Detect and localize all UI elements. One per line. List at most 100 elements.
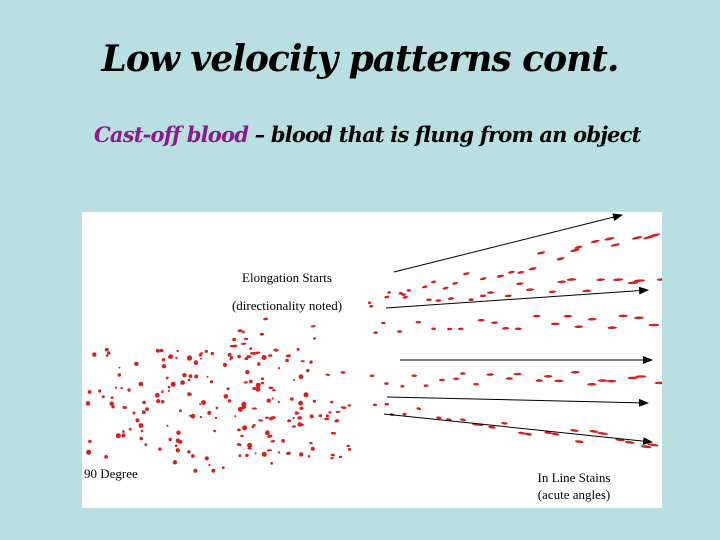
blood-stain: [604, 237, 615, 241]
blood-stain: [215, 406, 219, 410]
blood-stain: [138, 381, 144, 387]
inline-stains-label-line1: In Line Stains: [538, 470, 611, 485]
blood-stain: [251, 407, 258, 410]
blood-stain: [264, 416, 270, 419]
blood-stain: [525, 288, 535, 292]
blood-stain: [261, 451, 267, 457]
blood-stain: [517, 270, 525, 274]
blood-stain: [264, 431, 270, 436]
blood-stain: [285, 358, 289, 363]
blood-stain: [384, 382, 389, 385]
cast-off-diagram-svg: Elongation Starts (directionality noted)…: [84, 213, 662, 502]
blood-stain: [627, 281, 639, 285]
blood-stain: [115, 386, 118, 389]
blood-stain: [210, 351, 214, 356]
blood-stain: [402, 295, 408, 299]
elongation-label-line2: (directionality noted): [232, 298, 342, 313]
blood-stain: [229, 344, 236, 348]
blood-stain: [325, 373, 331, 376]
blood-stain: [232, 337, 237, 342]
blood-stain: [488, 425, 496, 429]
blood-stain: [245, 453, 249, 458]
blood-stain: [587, 317, 597, 321]
blood-stain: [88, 439, 92, 444]
blood-stain: [423, 384, 429, 388]
blood-stain: [254, 452, 257, 455]
blood-stain: [252, 423, 256, 427]
blood-stain: [452, 281, 458, 285]
blood-stain: [556, 257, 565, 261]
blood-stain: [109, 401, 114, 406]
blood-stain: [167, 385, 171, 389]
blood-stain: [307, 455, 311, 458]
blood-stain: [303, 392, 309, 398]
blood-stain: [293, 379, 296, 382]
blood-stain: [309, 360, 313, 364]
blood-stain: [518, 431, 526, 435]
blood-stain: [166, 424, 169, 427]
blood-stain: [300, 360, 305, 363]
blood-stain: [422, 285, 428, 289]
blood-stain: [369, 304, 374, 308]
blood-stain: [259, 332, 265, 336]
blood-stain: [550, 322, 560, 326]
blood-stain: [318, 414, 323, 418]
subtitle-definition: – blood that is flung from an object: [248, 122, 642, 147]
blood-stain: [487, 291, 495, 294]
blood-stains: [85, 233, 662, 473]
blood-stain: [175, 438, 181, 444]
blood-stain: [229, 358, 232, 361]
blood-stain: [367, 301, 372, 305]
blood-stain: [544, 431, 552, 435]
blood-stain: [254, 351, 261, 355]
blood-stain: [237, 329, 243, 333]
blood-stain: [447, 327, 453, 331]
blood-stain: [198, 353, 202, 357]
blood-stain: [384, 295, 390, 299]
blood-stain: [104, 347, 109, 352]
blood-stain: [397, 330, 403, 333]
blood-stain: [117, 373, 121, 377]
blood-stain: [189, 393, 192, 396]
blood-stain: [255, 386, 261, 392]
blood-stain: [240, 434, 244, 438]
blood-stain: [298, 423, 304, 427]
blood-stain: [459, 372, 466, 375]
blood-stain: [312, 399, 317, 403]
blood-stain: [159, 348, 164, 353]
blood-stain: [656, 278, 662, 281]
blood-stain: [648, 233, 661, 238]
blood-stain: [121, 433, 126, 438]
blood-stain: [85, 401, 91, 406]
blood-stain: [574, 245, 583, 249]
blood-stain: [505, 377, 513, 380]
blood-stain: [267, 354, 273, 357]
blood-stain: [165, 376, 169, 380]
blood-stain: [373, 331, 378, 335]
slide-title: Low velocity patterns cont.: [101, 38, 620, 80]
blood-stain: [537, 251, 546, 255]
blood-stain: [238, 454, 242, 458]
blood-stain: [272, 389, 276, 392]
blood-stain: [325, 414, 330, 418]
blood-stain: [188, 374, 193, 378]
blood-stain: [507, 270, 515, 274]
blood-stain: [118, 366, 121, 369]
blood-stain: [654, 381, 662, 385]
blood-stain: [122, 430, 125, 433]
blood-stain: [260, 381, 265, 385]
blood-stain: [610, 243, 620, 247]
blood-stain: [504, 294, 512, 298]
blood-stain: [200, 357, 202, 360]
blood-stain: [170, 381, 176, 387]
blood-stain: [447, 297, 455, 300]
blood-stain: [167, 356, 171, 359]
blood-stain: [310, 446, 315, 451]
blood-stain: [381, 321, 386, 325]
blood-stain: [226, 387, 230, 391]
blood-stain: [384, 402, 390, 406]
blood-stain: [179, 409, 182, 413]
blood-stain: [236, 443, 242, 447]
blood-stain: [188, 414, 191, 417]
blood-stain: [208, 463, 211, 466]
